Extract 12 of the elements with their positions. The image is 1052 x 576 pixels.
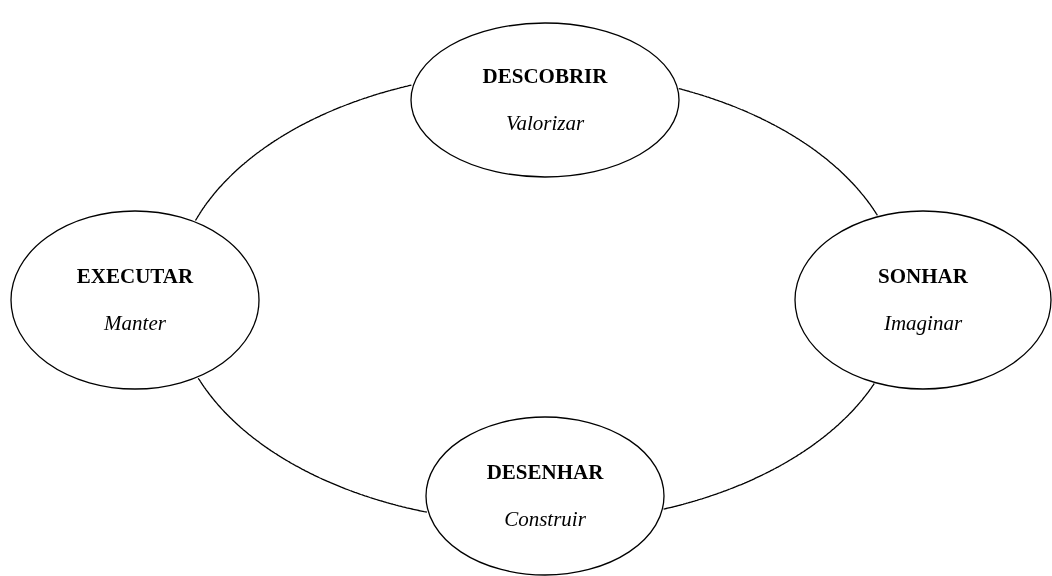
stage-title: SONHAR xyxy=(878,264,968,289)
stage-title: EXECUTAR xyxy=(76,264,194,289)
stage-subtitle: Manter xyxy=(104,311,166,336)
stage-title: DESCOBRIR xyxy=(482,64,608,89)
cycle-connector xyxy=(662,382,875,510)
stage-subtitle: Construir xyxy=(504,507,586,532)
cycle-connector xyxy=(678,87,879,216)
stage-subtitle: Imaginar xyxy=(883,311,963,336)
stage-title: DESENHAR xyxy=(486,460,604,485)
cycle-connector xyxy=(194,84,413,222)
cycle-connector xyxy=(197,377,428,513)
stage-subtitle: Valorizar xyxy=(505,111,585,136)
